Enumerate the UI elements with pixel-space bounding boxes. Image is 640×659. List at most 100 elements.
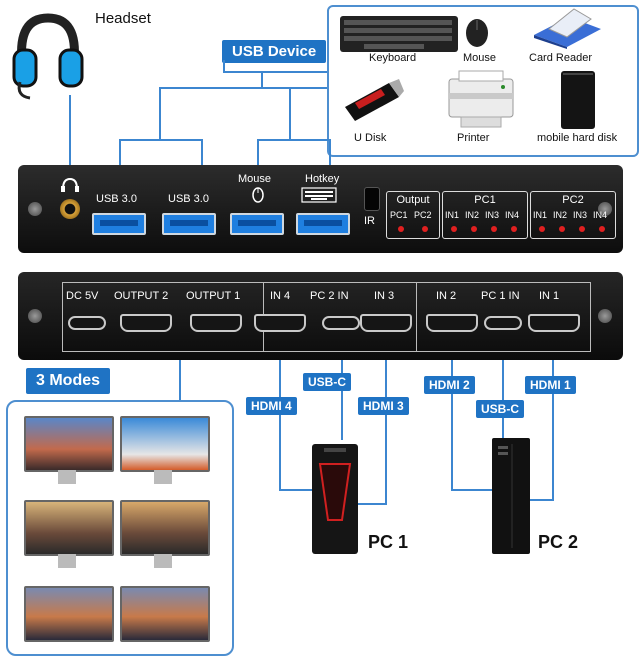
in1-hdmi-port[interactable] <box>528 314 580 332</box>
led-indicator <box>579 226 585 232</box>
usb-port-2[interactable] <box>162 213 216 235</box>
card-reader-icon <box>529 7 604 49</box>
screw-icon <box>28 202 42 216</box>
usb-port-label-mouse: Mouse <box>238 173 272 185</box>
hdmi3-tag: HDMI 3 <box>358 397 409 415</box>
usbc-tag-pc1: USB-C <box>303 373 351 391</box>
usb-port-label-1: USB 3.0 <box>96 193 137 205</box>
keyboard-icon <box>339 12 459 54</box>
mouse-icon <box>250 185 266 203</box>
led-label: IN3 <box>573 210 588 220</box>
led-label: PC2 <box>414 210 432 220</box>
pc2-in-label: PC 2 IN <box>310 290 349 302</box>
monitor-icon <box>24 500 114 556</box>
screw-icon <box>28 309 42 323</box>
usb-port-label-hotkey: Hotkey <box>305 173 340 185</box>
headphone-icon <box>60 177 80 193</box>
in2-hdmi-port[interactable] <box>426 314 478 332</box>
monitor-stand <box>58 554 76 568</box>
pc2-led-group: PC2 IN1 IN2 IN3 IN4 <box>530 191 616 239</box>
pc2-in-usbc-port[interactable] <box>322 316 360 330</box>
monitor-icon <box>120 416 210 472</box>
pc2-led-title: PC2 <box>562 194 584 206</box>
screw-icon <box>598 309 612 323</box>
output1-label: OUTPUT 1 <box>186 290 241 302</box>
led-indicator <box>539 226 545 232</box>
pc1-in-label: PC 1 IN <box>481 290 520 302</box>
pc1-led-group: PC1 IN1 IN2 IN3 IN4 <box>442 191 528 239</box>
headset-label: Headset <box>95 10 151 27</box>
keyboard-label: Keyboard <box>369 52 417 64</box>
printer-label: Printer <box>457 132 490 144</box>
led-indicator <box>511 226 517 232</box>
screw-icon <box>598 202 612 216</box>
modes-box <box>6 400 234 656</box>
led-label: IN3 <box>485 210 500 220</box>
hdmi1-tag: HDMI 1 <box>525 376 576 394</box>
in2-label: IN 2 <box>436 290 457 302</box>
in3-label: IN 3 <box>374 290 395 302</box>
keyboard-icon <box>301 187 337 203</box>
headset-icon <box>8 10 88 100</box>
usb-port-1[interactable] <box>92 213 146 235</box>
led-label: IN2 <box>465 210 480 220</box>
mouse-label: Mouse <box>463 52 497 64</box>
pc1-tower-icon <box>310 440 360 556</box>
front-panel: USB 3.0 USB 3.0 Mouse Hotkey IR Output P… <box>18 165 623 253</box>
monitor-icon <box>120 500 210 556</box>
audio-jack[interactable] <box>60 199 80 219</box>
led-indicator <box>559 226 565 232</box>
usbc-tag-pc2: USB-C <box>476 400 524 418</box>
led-indicator <box>471 226 477 232</box>
hdmi2-tag: HDMI 2 <box>424 376 475 394</box>
pc1-in-usbc-port[interactable] <box>484 316 522 330</box>
port-section-pc2 <box>262 282 417 352</box>
monitor-icon <box>120 586 210 642</box>
led-label: IN4 <box>593 210 608 220</box>
monitor-stand <box>154 554 172 568</box>
output-led-title: Output <box>396 194 430 206</box>
led-label: IN4 <box>505 210 520 220</box>
led-indicator <box>422 226 428 232</box>
port-section-pc1 <box>416 282 591 352</box>
monitor-icon <box>24 416 114 472</box>
card-reader-label: Card Reader <box>529 52 592 64</box>
monitor-icon <box>24 586 114 642</box>
usb-port-label-2: USB 3.0 <box>168 193 209 205</box>
in4-label: IN 4 <box>270 290 291 302</box>
usb-port-hotkey[interactable] <box>296 213 350 235</box>
output-led-group: Output PC1 PC2 <box>386 191 440 239</box>
in1-label: IN 1 <box>539 290 560 302</box>
pc2-label: PC 2 <box>538 532 579 552</box>
dc-port[interactable] <box>68 316 106 330</box>
peripherals-box: Keyboard Mouse Card Reader U Disk Printe… <box>327 5 639 157</box>
ir-sensor <box>364 187 380 211</box>
led-label: IN2 <box>553 210 568 220</box>
modes-tag: 3 Modes <box>26 368 111 394</box>
ir-label: IR <box>364 215 375 227</box>
led-indicator <box>451 226 457 232</box>
led-label: IN1 <box>533 210 548 220</box>
output2-label: OUTPUT 2 <box>114 290 169 302</box>
led-label: PC1 <box>390 210 408 220</box>
in4-hdmi-port[interactable] <box>254 314 306 332</box>
printer-icon <box>441 69 521 133</box>
mouse-icon <box>462 17 492 49</box>
u-disk-icon <box>341 77 406 122</box>
hard-disk-label: mobile hard disk <box>537 132 618 144</box>
in3-hdmi-port[interactable] <box>360 314 412 332</box>
pc2-tower-icon <box>490 436 532 556</box>
u-disk-label: U Disk <box>354 132 387 144</box>
monitor-stand <box>154 470 172 484</box>
led-indicator <box>599 226 605 232</box>
pc1-led-title: PC1 <box>474 194 496 206</box>
led-label: IN1 <box>445 210 460 220</box>
hard-disk-icon <box>557 69 599 131</box>
monitor-stand <box>58 470 76 484</box>
pc1-label: PC 1 <box>368 532 409 552</box>
output2-hdmi-port[interactable] <box>120 314 172 332</box>
output1-hdmi-port[interactable] <box>190 314 242 332</box>
usb-port-mouse[interactable] <box>230 213 284 235</box>
led-indicator <box>491 226 497 232</box>
usb-device-tag: USB Device <box>222 40 327 63</box>
